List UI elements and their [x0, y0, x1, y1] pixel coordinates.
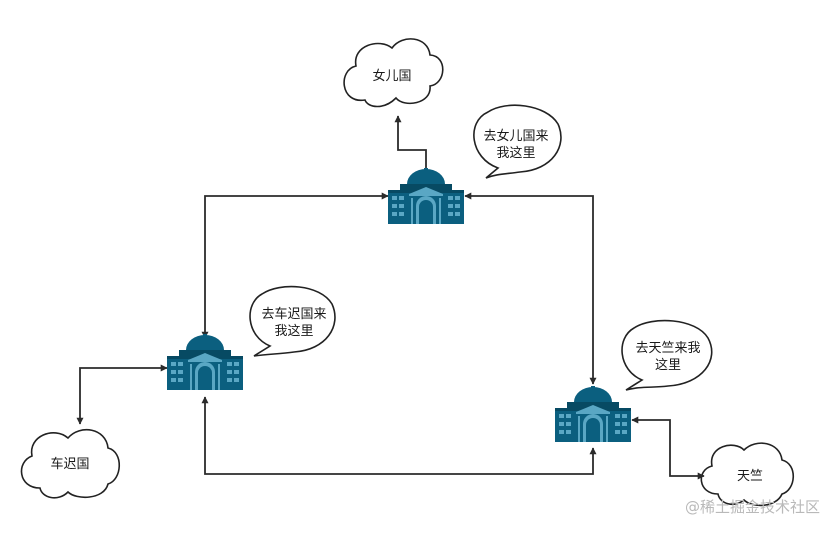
cloud-cheqi-label: 车迟国	[50, 456, 89, 472]
bubble-nvguo-line1: 去女儿国来	[483, 128, 548, 144]
edge-top-cloud	[394, 115, 427, 172]
bubble-tianzhu-line1: 去天竺来我	[635, 341, 700, 356]
bubble-cheqi: 去车迟国来 我这里	[249, 285, 336, 357]
cloud-tianzhu-label: 天竺	[737, 469, 763, 484]
bubble-nvguo-line2: 我这里	[496, 145, 535, 161]
bubble-tianzhu: 去天竺来我 这里	[621, 319, 713, 391]
building-icon	[388, 168, 464, 224]
edge-left-right	[201, 396, 597, 475]
cloud-tianzhu: 天竺	[700, 442, 795, 507]
edge-right-cloud	[631, 416, 705, 480]
bubble-cheqi-line1: 去车迟国来	[261, 306, 326, 322]
bubble-tianzhu-line2: 这里	[655, 357, 681, 373]
cloud-cheqi: 车迟国	[20, 429, 121, 499]
building-icon	[167, 334, 243, 390]
edge-top-right	[464, 192, 597, 385]
watermark: @稀土掘金技术社区	[685, 498, 820, 516]
bubble-nvguo: 去女儿国来 我这里	[473, 104, 562, 179]
cloud-nvguo-label: 女儿国	[372, 68, 411, 84]
building-icon	[555, 386, 631, 442]
edge-top-left	[201, 192, 389, 339]
edge-left-cloud	[76, 364, 168, 425]
cloud-nvguo: 女儿国	[343, 38, 444, 108]
bubble-cheqi-line2: 我这里	[274, 323, 313, 339]
connectors	[76, 115, 705, 480]
